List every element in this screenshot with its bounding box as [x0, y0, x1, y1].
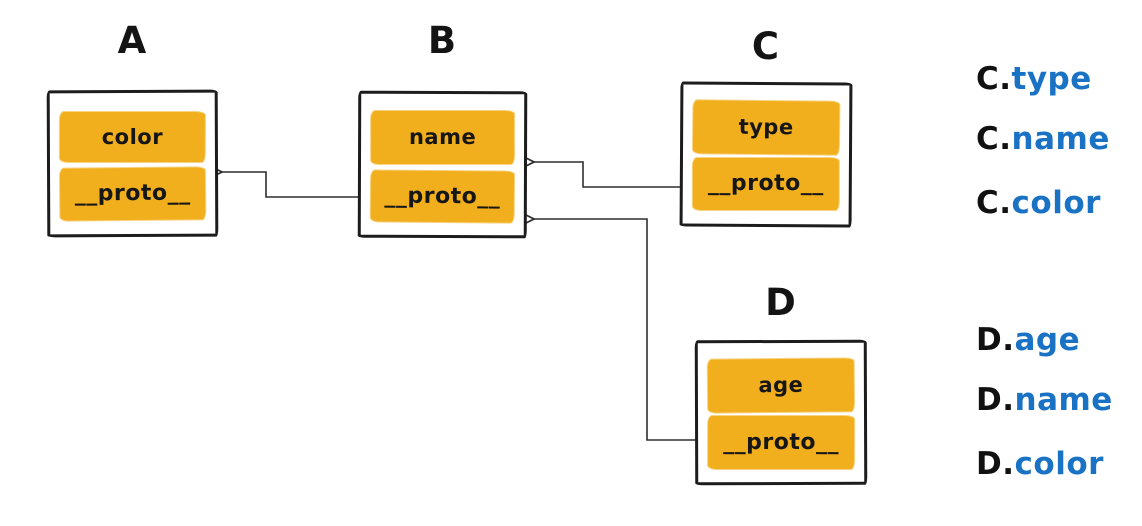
annotation-d-color: D.color	[976, 449, 1104, 480]
edge-b-proto-to-a	[222, 172, 380, 198]
edge-d-proto-to-b	[534, 219, 718, 441]
annotation-c-name: C.name	[976, 124, 1110, 155]
annotation-c-type: C.type	[976, 64, 1092, 95]
node-c-box: type __proto__	[679, 81, 853, 228]
node-a-field-proto: __proto__	[59, 167, 206, 221]
node-b-field-name: name	[371, 110, 515, 165]
field-label: __proto__	[384, 182, 501, 210]
annotation-d-name: D.name	[976, 385, 1113, 416]
node-a-box: color __proto__	[46, 89, 219, 238]
annotation-property: age	[1014, 322, 1081, 358]
annotation-object: D.	[976, 446, 1015, 482]
node-b-title: B	[427, 19, 458, 62]
field-label: name	[408, 124, 477, 150]
node-d-title: D	[765, 281, 797, 324]
annotation-property: type	[1011, 61, 1092, 97]
annotation-d-age: D.age	[976, 325, 1080, 356]
field-label: color	[101, 124, 164, 149]
field-label: __proto__	[723, 429, 840, 455]
node-c-title: C	[751, 25, 781, 68]
annotation-property: name	[1014, 382, 1113, 418]
field-label: type	[738, 114, 794, 140]
annotation-object: D.	[976, 322, 1015, 358]
annotation-property: name	[1011, 121, 1110, 157]
annotation-property: color	[1014, 446, 1104, 482]
annotation-object: D.	[976, 382, 1015, 418]
annotation-object: C.	[976, 185, 1012, 221]
field-label: __proto__	[74, 180, 191, 207]
node-c-field-type: type	[692, 100, 840, 155]
node-a-field-color: color	[59, 111, 205, 163]
node-c-field-proto: __proto__	[692, 157, 839, 211]
node-b-field-proto: __proto__	[370, 170, 515, 223]
annotation-c-color: C.color	[976, 188, 1101, 219]
field-label: __proto__	[707, 170, 824, 197]
edge-c-proto-to-b	[534, 162, 700, 188]
node-b-box: name __proto__	[357, 90, 528, 239]
node-d-field-proto: __proto__	[708, 415, 855, 470]
node-d-box: age __proto__	[694, 339, 868, 486]
annotation-object: C.	[976, 61, 1012, 97]
field-label: age	[758, 372, 804, 398]
annotation-property: color	[1011, 185, 1101, 221]
node-d-field-age: age	[707, 358, 855, 413]
annotation-object: C.	[976, 121, 1012, 157]
node-a-title: A	[117, 19, 148, 62]
